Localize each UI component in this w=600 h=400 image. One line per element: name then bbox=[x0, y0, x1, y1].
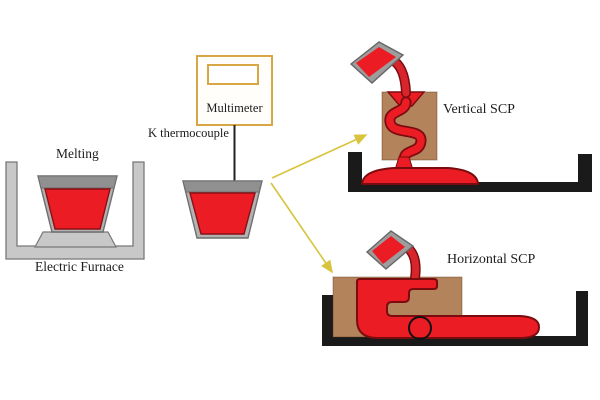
metal-pool bbox=[361, 167, 479, 185]
electric-furnace-icon bbox=[5, 161, 145, 260]
pouring-ladle-icon bbox=[349, 41, 411, 98]
horizontal-scp-label: Horizontal SCP bbox=[447, 252, 536, 267]
molten-metal bbox=[189, 192, 256, 235]
flow-arrow-icon-vertical bbox=[271, 134, 368, 179]
flow-arrow-icon-horizontal bbox=[270, 182, 333, 274]
melting-crucible-icon bbox=[37, 175, 118, 233]
channel-circle-marker bbox=[408, 316, 432, 340]
vertical-scp-icon bbox=[348, 41, 592, 192]
multimeter-icon bbox=[196, 55, 273, 126]
chill-tray-base bbox=[322, 291, 588, 346]
melting-label: Melting bbox=[56, 146, 99, 161]
serpentine-channel bbox=[386, 98, 425, 164]
furnace-body bbox=[5, 161, 145, 260]
thermocouple-crucible-icon bbox=[182, 180, 263, 239]
flow-arrows bbox=[270, 134, 368, 274]
vertical-scp-label: Vertical SCP bbox=[443, 102, 515, 117]
metal-flow-path bbox=[356, 278, 540, 339]
electric-furnace-label: Electric Furnace bbox=[35, 259, 124, 274]
pouring-ladle-icon bbox=[365, 230, 415, 270]
furnace-pedestal bbox=[34, 231, 117, 248]
k-thermocouple-label: K thermocouple bbox=[148, 126, 229, 140]
molten-metal bbox=[44, 188, 111, 230]
multimeter-label: Multimeter bbox=[206, 101, 263, 115]
horizontal-scp-icon bbox=[322, 230, 588, 346]
multimeter-display bbox=[207, 64, 259, 85]
